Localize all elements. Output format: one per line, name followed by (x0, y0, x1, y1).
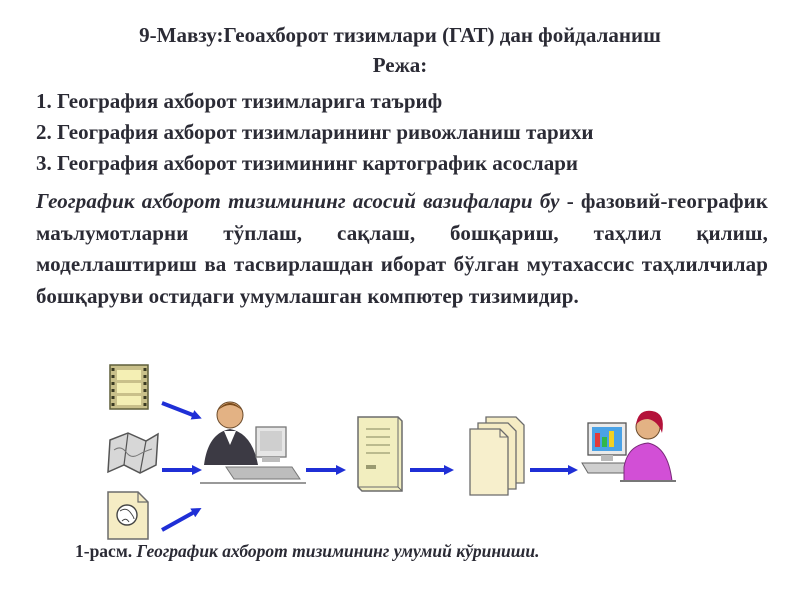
definition-body: - фазовий-географик маълумотларни тўплаш… (36, 189, 768, 308)
plan-item-2: 2. География ахборот тизимларининг ривож… (36, 120, 594, 144)
definition-paragraph: Географик ахборот тизимининг асосий вази… (36, 186, 768, 312)
definition-lead: Географик ахборот тизимининг асосий вази… (36, 189, 560, 213)
documents-stack-icon (469, 416, 525, 496)
figure-caption-label: 1-расм. (75, 541, 133, 561)
page-title: 9-Мавзу:Геоахборот тизимлари (ГАТ) дан ф… (139, 23, 661, 47)
gis-diagram (107, 364, 676, 540)
server-icon (357, 416, 403, 492)
plan-list: 1. География ахборот тизимларига таъриф … (36, 86, 776, 179)
input-arrows (161, 401, 202, 532)
map-fold-icon (107, 432, 159, 474)
plan-heading: Режа: (372, 53, 428, 77)
figure-caption: 1-расм. Географик ахборот тизимининг уму… (75, 540, 775, 562)
figure-caption-text: Географик ахборот тизимининг умумий кўри… (132, 541, 540, 561)
globe-document-icon (107, 491, 149, 540)
user-workstation-icon (581, 410, 676, 482)
plan-item-1: 1. География ахборот тизимларига таъриф (36, 89, 443, 113)
operator-computer-icon (200, 401, 306, 484)
film-strip-icon (109, 364, 149, 410)
plan-item-3: 3. География ахборот тизимининг картогра… (36, 151, 578, 175)
